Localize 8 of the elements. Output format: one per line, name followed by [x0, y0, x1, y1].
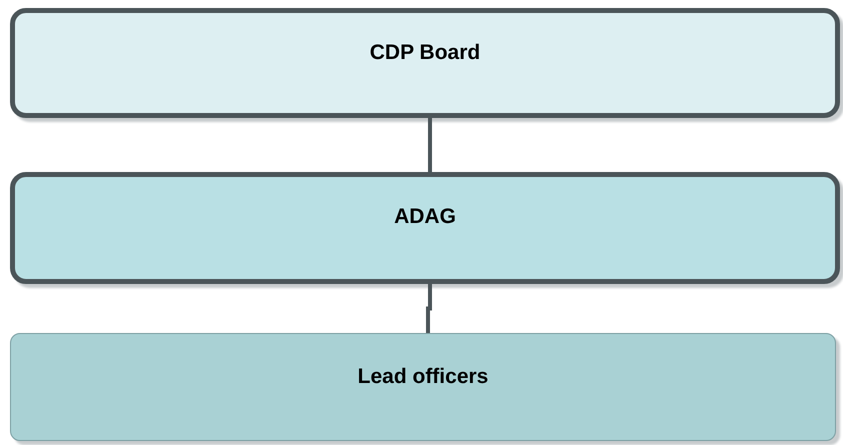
box: [10, 172, 840, 284]
connector-line: [426, 284, 432, 333]
connector-line: [428, 118, 432, 172]
box: [10, 8, 840, 118]
box-label: Lead officers: [356, 365, 490, 389]
box-label: ADAG: [393, 205, 457, 229]
box-label: CDP Board: [368, 41, 482, 65]
box: [10, 333, 836, 441]
